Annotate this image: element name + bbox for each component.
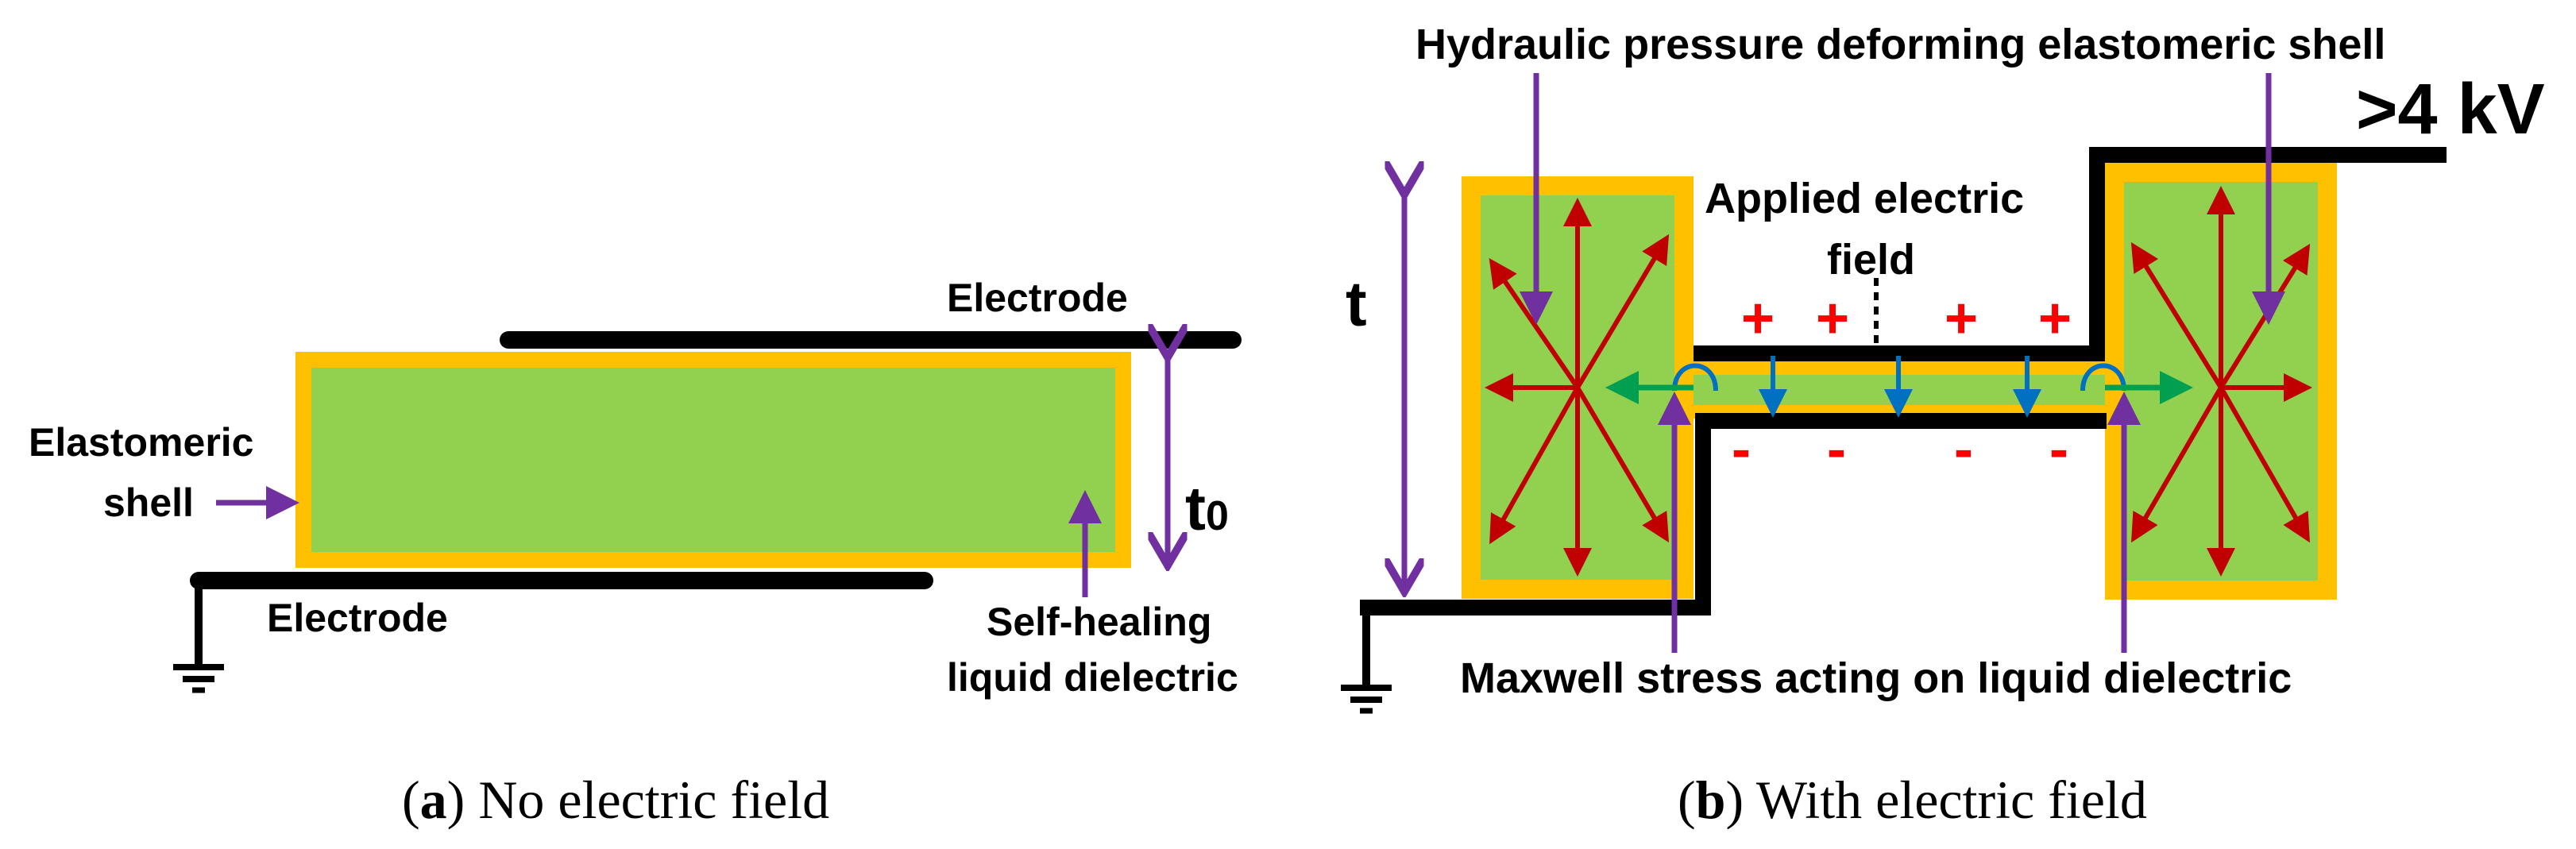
shell-label-line1: Elastomeric (29, 420, 253, 465)
panel-a: Electrode Electrode Elastomeric shell t0… (29, 276, 1242, 830)
ground-icon (1341, 608, 1392, 714)
minus-charges: - - - - (1732, 418, 2068, 481)
minus-sign: - (2049, 418, 2068, 481)
bottom-electrode-label: Electrode (267, 596, 448, 640)
voltage-label: >4 kV (2356, 70, 2545, 149)
shell-label-line2: shell (103, 480, 194, 525)
plus-sign: + (2038, 287, 2072, 350)
left-pressure-arrows (1485, 198, 1670, 577)
field-arrows (1672, 356, 2126, 418)
top-electrode-label: Electrode (947, 276, 1128, 320)
top-electrode-b (1694, 147, 2447, 361)
plus-sign: + (1816, 287, 1849, 350)
hydraulic-label: Hydraulic pressure deforming elastomeric… (1415, 21, 2385, 68)
field-label-line2: field (1827, 236, 1915, 284)
minus-sign: - (1954, 418, 1973, 481)
plus-sign: + (1945, 287, 1978, 350)
ground-icon (173, 581, 224, 693)
minus-sign: - (1827, 418, 1846, 481)
field-label-line1: Applied electric (1705, 175, 2024, 222)
caption-b: (b) With electric field (1678, 770, 2147, 830)
minus-sign: - (1732, 418, 1751, 481)
plus-charges: + + + + (1741, 287, 2072, 350)
maxwell-label: Maxwell stress acting on liquid dielectr… (1460, 654, 2292, 702)
dielectric-label-line2: liquid dielectric (947, 655, 1238, 700)
dielectric-label-line1: Self-healing (987, 600, 1211, 644)
panel-b: + + + + - - - - t Hydraulic pressure def… (1341, 21, 2545, 830)
plus-sign: + (1741, 287, 1775, 350)
thickness-label: t0 (1185, 473, 1229, 543)
caption-a: (a) No electric field (402, 770, 829, 830)
thickness-label-b: t (1346, 268, 1367, 339)
bottom-electrode-b (1360, 413, 2107, 616)
liquid-dielectric (311, 368, 1115, 552)
